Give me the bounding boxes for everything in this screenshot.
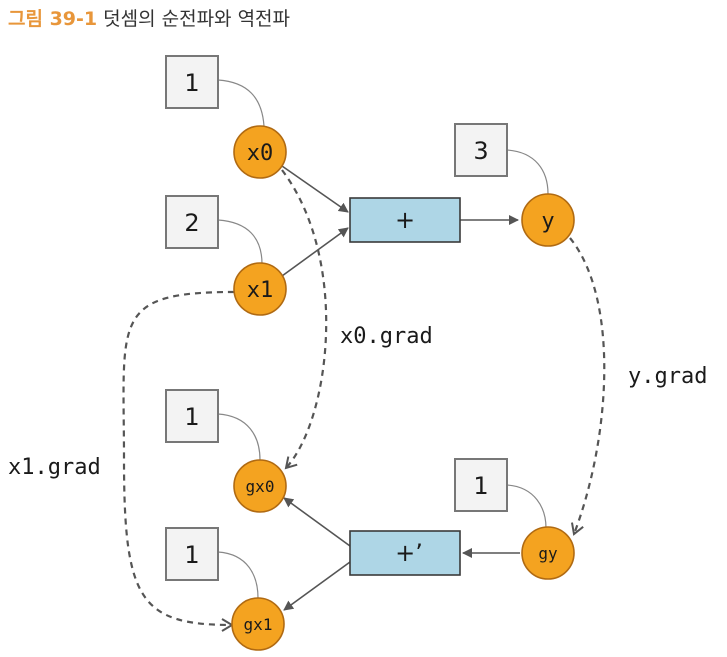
gx0-node-label: gx0 [246, 477, 275, 496]
gx1-node [231, 597, 285, 651]
gx0-value: 1 [184, 403, 199, 431]
y-node-label: y [541, 209, 554, 234]
gx0-value-connector [217, 413, 261, 461]
x1-node-label: x1 [247, 278, 274, 303]
x0-to-add-arrow [281, 165, 349, 213]
addback-to-gx0-arrow [283, 497, 351, 547]
gy-value-connector [506, 484, 547, 529]
gy-node [521, 526, 575, 580]
x0-value-box [165, 55, 219, 109]
gx1-value: 1 [184, 541, 199, 569]
x0-node-label: x0 [247, 141, 274, 166]
gy-value: 1 [473, 472, 488, 500]
x1-value-connector [217, 219, 263, 265]
x0-value: 1 [184, 69, 199, 97]
x1-grad-label: x1.grad [8, 455, 101, 480]
y-value: 3 [473, 137, 488, 165]
add-backward-function-label: +’ [395, 539, 423, 567]
x0-grad-label: x0.grad [340, 324, 433, 349]
y-grad-label: y.grad [628, 364, 707, 389]
add-backward-function-box [349, 530, 461, 576]
x0-node [233, 125, 287, 179]
gx1-value-connector [217, 551, 259, 599]
y-value-connector [506, 149, 549, 195]
x1-to-add-arrow [281, 227, 349, 277]
figure-title: 덧셈의 순전파와 역전파 [103, 8, 291, 30]
gx0-node [233, 459, 287, 513]
x1-value: 2 [184, 209, 199, 237]
gy-value-box [454, 458, 508, 512]
figure-number: 그림 39-1 [8, 8, 98, 30]
add-function-label: + [395, 206, 415, 234]
add-function-box [349, 197, 461, 243]
x1-grad-dashed-arrow [122, 290, 235, 632]
x1-value-box [165, 195, 219, 249]
gx1-node-label: gx1 [244, 615, 273, 634]
x0-value-connector [217, 79, 265, 127]
y-value-box [454, 123, 508, 177]
gy-node-label: gy [538, 544, 558, 563]
x0-grad-dashed-arrow [281, 169, 328, 470]
y-node [521, 193, 575, 247]
x1-node [233, 262, 287, 316]
addback-to-gx1-arrow [283, 561, 351, 611]
gx1-value-box [165, 527, 219, 581]
gx0-value-box [165, 389, 219, 443]
y-grad-dashed-arrow [569, 237, 606, 536]
